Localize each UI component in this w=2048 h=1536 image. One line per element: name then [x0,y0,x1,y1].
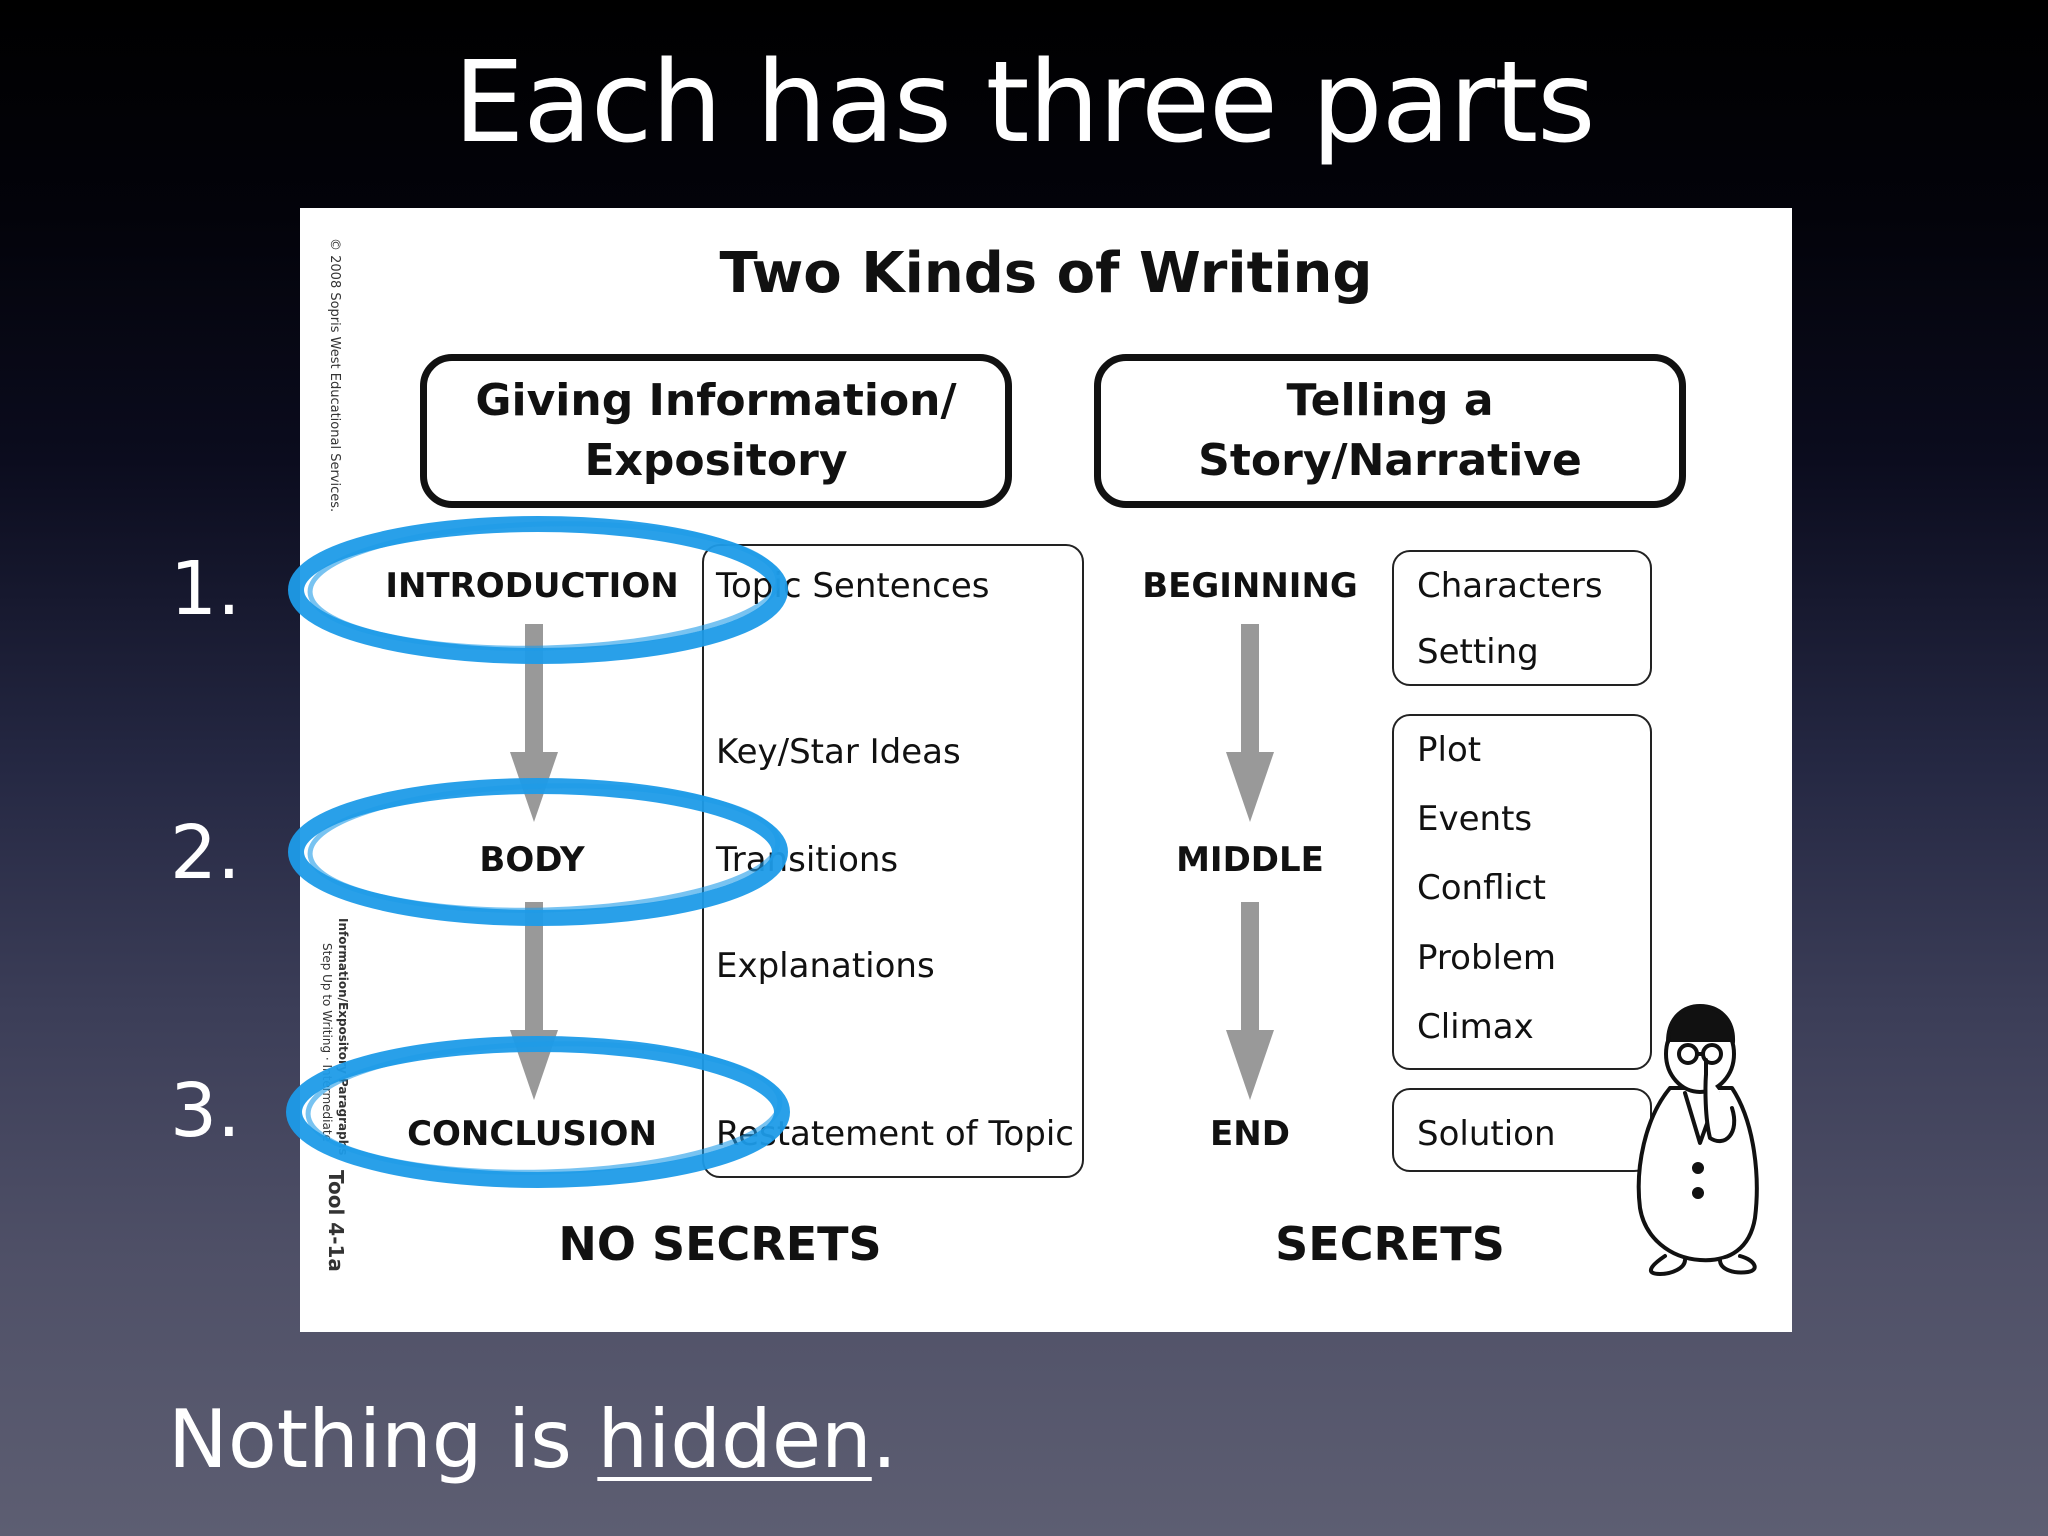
secrets-label: SECRETS [1275,1217,1505,1271]
number-1: 1. [170,546,241,632]
expository-kind-line1: Giving Information/ [475,375,957,426]
expository-kind-line2: Expository [584,435,848,486]
detail-solution: Solution [1417,1114,1556,1154]
detail-events: Events [1417,799,1533,839]
detail-characters: Characters [1417,566,1603,606]
narrative-kind-box: Telling a Story/Narrative [1094,354,1686,508]
detail-conflict: Conflict [1417,868,1546,908]
detail-key-star-ideas: Key/Star Ideas [716,732,961,772]
slide-title: Each has three parts [453,38,1595,168]
detail-problem: Problem [1417,938,1557,978]
detail-plot: Plot [1417,730,1482,770]
no-secrets-label: NO SECRETS [558,1217,882,1271]
detail-climax: Climax [1417,1007,1534,1047]
expository-kind-box: Giving Information/ Expository [420,354,1012,508]
card-title: Two Kinds of Writing [719,241,1373,306]
footer-text-after: . [871,1393,898,1486]
number-3: 3. [170,1068,241,1154]
footer-text-before: Nothing is [168,1393,598,1486]
down-arrow-icon [510,902,558,1100]
stage-beginning: BEGINNING [1142,566,1358,606]
stage-middle: MIDDLE [1176,840,1324,880]
down-arrow-icon [510,624,558,822]
card-graphics [510,624,1759,1276]
narrative-kind-line1: Telling a [1286,375,1494,426]
stage-end: END [1210,1114,1290,1154]
down-arrow-icon [1226,902,1274,1100]
detail-setting: Setting [1417,632,1539,672]
character-illustration [1636,1004,1759,1276]
plot-box [1392,714,1652,1070]
characters-setting-box [1392,550,1652,686]
writing-chart-card: Two Kinds of Writing © 2008 Sopris West … [300,208,1792,1332]
number-2: 2. [170,810,241,896]
detail-explanations: Explanations [716,946,935,986]
narrative-kind-line2: Story/Narrative [1198,435,1582,486]
footer-caption: Nothing is hidden. [168,1390,897,1490]
down-arrow-icon [1226,624,1274,822]
footer-underlined-word: hidden [597,1393,872,1486]
